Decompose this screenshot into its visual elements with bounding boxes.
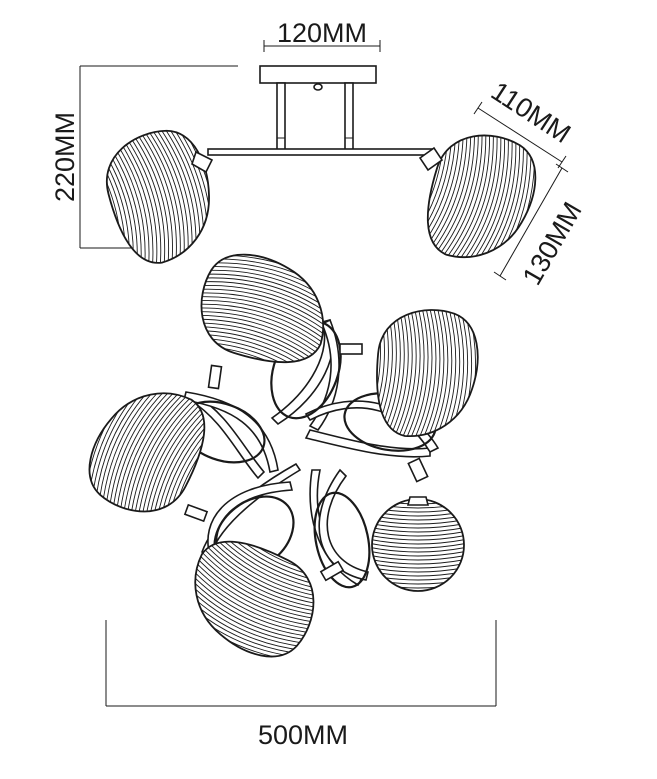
shade-rib: [372, 534, 464, 541]
top-socket-4: [319, 560, 345, 582]
shade-rib: [410, 120, 415, 242]
mount-rod-right: [344, 82, 354, 151]
shade-width-dimension-line: [477, 107, 563, 163]
canopy-width-label: 120MM: [277, 18, 367, 48]
shade-height-tick-b: [493, 271, 507, 281]
top-socket-2: [339, 343, 363, 355]
mount-rod-left: [276, 82, 286, 151]
shade-rib: [372, 542, 464, 549]
shade-rib: [347, 83, 422, 241]
socket-left: [191, 150, 214, 174]
shade-rib: [372, 522, 464, 529]
shade-rib: [131, 123, 177, 271]
arm-ring-1: [308, 318, 340, 432]
shade-height-dimension-line: [499, 167, 563, 277]
shade-rib: [372, 550, 464, 557]
shade-rib: [372, 562, 464, 569]
shade-rib: [118, 382, 191, 527]
shade-rib: [372, 538, 464, 545]
shade-rib: [372, 526, 464, 533]
shade-height-tick-a: [555, 163, 569, 173]
top-view: 500MM: [73, 241, 497, 750]
shade-rib: [351, 85, 426, 243]
shade-rib: [372, 530, 464, 537]
top-socket-5: [183, 503, 209, 523]
shade-rib: [368, 595, 468, 600]
shade-rib: [186, 345, 319, 380]
overall-width-label: 500MM: [258, 720, 348, 750]
total-height-label: 220MM: [50, 112, 80, 202]
shade-rib: [372, 554, 464, 561]
shade-width-tick-a: [473, 101, 483, 115]
shade-rib: [184, 555, 329, 628]
shade-rib: [450, 120, 498, 272]
ceiling-canopy: [259, 65, 377, 84]
shade-rib: [410, 120, 445, 253]
socket-right: [418, 146, 444, 172]
top-shade-4: [368, 496, 468, 600]
canopy-screw: [313, 83, 323, 91]
horizontal-arm: [207, 148, 434, 156]
arm-ring-4: [318, 468, 369, 581]
ring-4: [313, 491, 371, 589]
shade-rib: [372, 558, 464, 565]
shade-rib: [367, 302, 370, 442]
top-socket-1: [207, 364, 223, 390]
shade-rib: [412, 302, 437, 445]
shade-rib: [410, 120, 412, 240]
shade-rib: [372, 546, 464, 553]
side-view: 120MM 220MM 110MM: [50, 18, 588, 290]
top-socket-3: [407, 457, 429, 483]
shade-rib: [186, 292, 338, 340]
